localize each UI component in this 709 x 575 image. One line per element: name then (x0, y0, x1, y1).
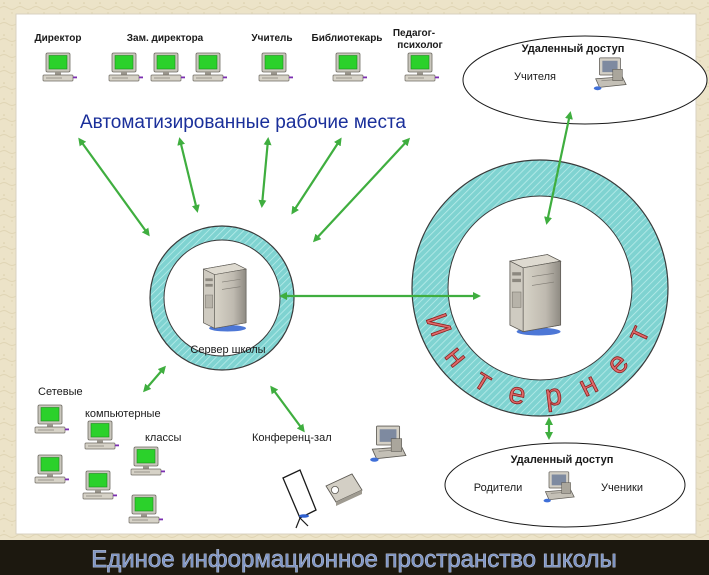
remote-teachers-ellipse (462, 35, 708, 125)
remote-parents-students: Удаленный доступ Родители Ученики (444, 442, 686, 528)
school-server-label: Сервер школы (190, 344, 265, 356)
internet-label-letter: р (543, 378, 564, 413)
role-label-psychologist-line2: психолог (397, 40, 442, 51)
arrow-classes (143, 365, 166, 393)
arrow-conference (270, 385, 305, 433)
workstations-title: Автоматизированные рабочие места (80, 112, 406, 133)
arrow-teacher (258, 137, 272, 208)
arrow-director (78, 137, 150, 237)
classes-label-line3: классы (145, 432, 181, 444)
classes-label-line1: Сетевые (38, 386, 83, 398)
workstation-arrows (78, 137, 411, 243)
footer-bar (0, 540, 709, 575)
arrow-deputy (177, 137, 200, 213)
remote-parents-title: Удаленный доступ (511, 454, 614, 466)
projector-icon (325, 473, 363, 506)
footer-title: Единое информационное пространство школы (91, 546, 617, 573)
arrow-remote-teachers (544, 111, 573, 225)
role-label-librarian: Библиотекарь (312, 32, 383, 44)
role-label-director: Директор (35, 33, 82, 44)
conference-label: Конференц-зал (252, 432, 332, 444)
parents-label: Родители (474, 482, 523, 494)
internet-server-icon (509, 254, 562, 336)
internet-node (411, 159, 669, 417)
conference-hall: Конференц-зал (252, 425, 407, 529)
projection-screen-icon (282, 469, 317, 529)
remote-teachers-label: Учителя (514, 71, 556, 83)
network-classes: Сетевые компьютерные классы (34, 386, 181, 524)
students-label: Ученики (601, 482, 643, 494)
school-server-node: Сервер школы (149, 225, 295, 371)
school-server-icon (203, 263, 247, 332)
classes-label-line2: компьютерные (85, 408, 161, 420)
role-label-deputy: Зам. директора (127, 33, 204, 44)
arrow-psychologist (312, 137, 411, 243)
role-label-psychologist-line1: Педагог- (393, 28, 435, 39)
role-label-teacher: Учитель (251, 33, 292, 44)
workstations-title-glow (28, 105, 458, 137)
workstation-labels: Директор Зам. директора Учитель Библиоте… (35, 28, 443, 51)
remote-teachers: Удаленный доступ Учителя (462, 35, 708, 125)
remote-teachers-title: Удаленный доступ (522, 43, 625, 55)
